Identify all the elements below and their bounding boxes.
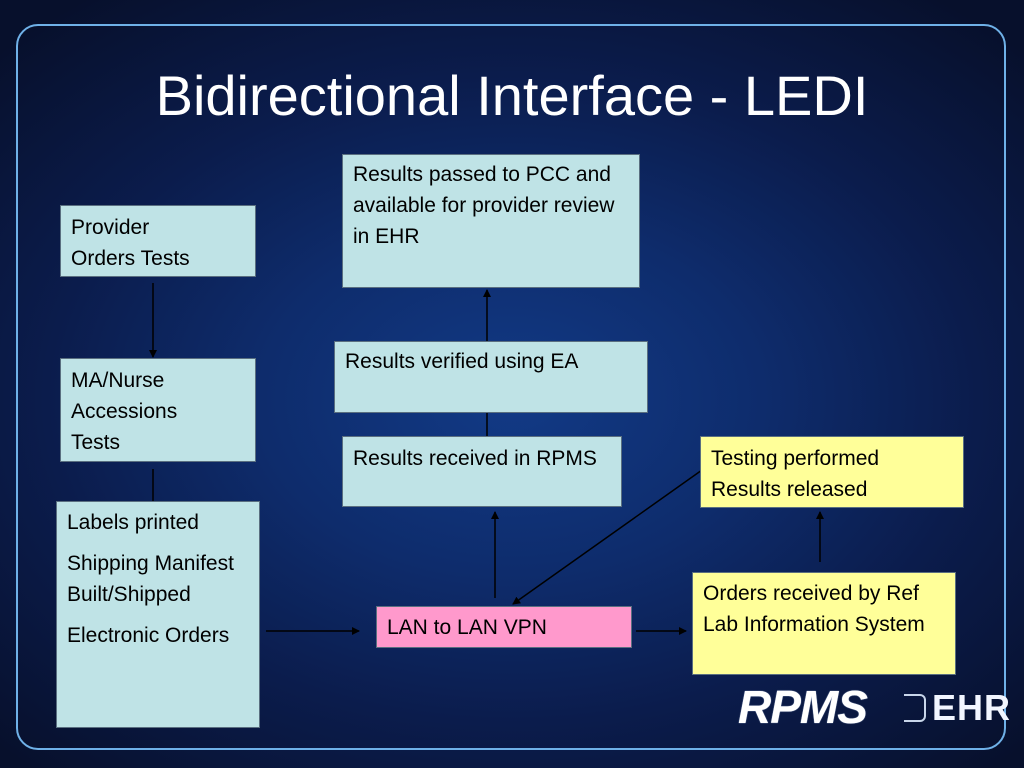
node-lan-to-lan-vpn: LAN to LAN VPN <box>376 606 632 648</box>
node-line: Results verified using EA <box>345 350 579 373</box>
node-line: Results received in RPMS <box>353 447 597 470</box>
node-line: Results passed to PCC and available for … <box>353 163 615 248</box>
node-paragraph: Labels printed <box>67 511 199 534</box>
node-line: Results released <box>711 478 868 501</box>
node-paragraph: Electronic Orders <box>67 624 230 647</box>
node-orders-received: Orders received by Ref Lab Information S… <box>692 572 956 675</box>
arrow-testing-to-vpn <box>512 469 703 605</box>
node-line: Orders received by Ref Lab Information S… <box>703 582 925 636</box>
node-paragraph: Shipping Manifest Built/Shipped <box>67 552 234 606</box>
node-line: LAN to LAN VPN <box>387 616 547 639</box>
logo-brand: RPMS <box>738 681 868 733</box>
node-labels-printed: Labels printed Shipping Manifest Built/S… <box>56 501 260 728</box>
node-line: Provider <box>71 216 150 239</box>
node-line: MA/Nurse <box>71 369 165 392</box>
rpms-ehr-logo: RPMS EHR <box>732 680 1010 735</box>
slide-title: Bidirectional Interface - LEDI <box>155 64 869 127</box>
node-line: Orders Tests <box>71 247 190 270</box>
node-line: Tests <box>71 431 121 454</box>
node-results-received: Results received in RPMS <box>342 436 622 507</box>
node-testing-performed: Testing performed Results released <box>700 436 964 508</box>
node-line: Testing performed <box>711 447 880 470</box>
slide-frame <box>16 24 1006 750</box>
logo-suffix: EHR <box>932 687 1012 728</box>
node-ma-nurse-accessions: MA/Nurse Accessions Tests <box>60 358 256 462</box>
node-provider-orders-tests: Provider Orders Tests <box>60 205 256 277</box>
node-results-verified: Results verified using EA <box>334 341 648 413</box>
logo-bracket-icon <box>904 694 926 722</box>
node-results-passed: Results passed to PCC and available for … <box>342 154 640 288</box>
node-line: Accessions <box>71 400 178 423</box>
